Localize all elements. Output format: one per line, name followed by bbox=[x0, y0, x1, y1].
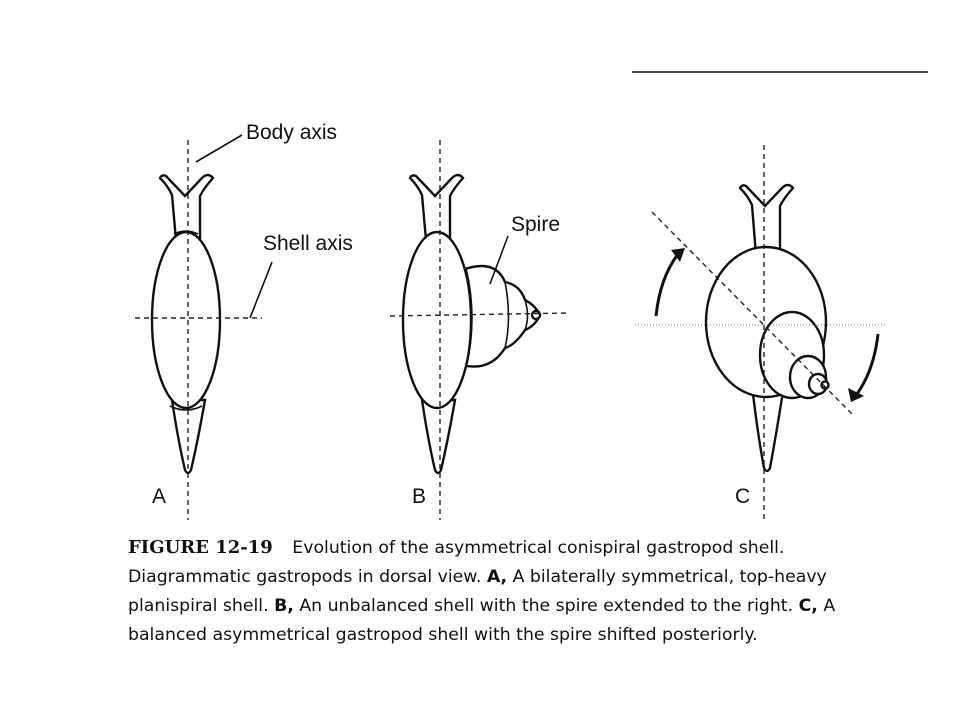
caption-marker-b: B, bbox=[274, 596, 294, 616]
panel-c-gastropod bbox=[704, 183, 830, 473]
figure-number: FIGURE 12-19 bbox=[128, 537, 273, 558]
spire-label: Spire bbox=[511, 213, 560, 236]
panel-a-letter: A bbox=[152, 485, 166, 508]
gastropod-evolution-figure: Body axis Shell axis A Spire B bbox=[135, 71, 928, 520]
panel-a-gastropod bbox=[150, 173, 222, 475]
panel-c-letter: C bbox=[735, 485, 750, 508]
caption-text-a: A bilaterally symmetrical, top-heavy pla… bbox=[128, 567, 827, 616]
shell-axis-label: Shell axis bbox=[263, 232, 353, 255]
caption-intro: Evolution of the asymmetrical conispiral… bbox=[128, 538, 785, 587]
caption-marker-c: C, bbox=[798, 596, 818, 616]
caption-marker-a: A, bbox=[486, 567, 508, 587]
caption-text-b: An unbalanced shell with the spire exten… bbox=[299, 596, 794, 616]
rotation-arrow-left-icon bbox=[654, 248, 685, 317]
panel-c-shell-axis bbox=[651, 211, 853, 415]
shell-axis-pointer bbox=[249, 261, 273, 319]
panel-b-shell-axis bbox=[389, 312, 569, 317]
caption-text-c: A balanced asymmetrical gastropod shell … bbox=[128, 596, 836, 645]
panel-b-gastropod bbox=[401, 173, 542, 475]
body-axis-label: Body axis bbox=[246, 121, 337, 144]
body-axis-pointer bbox=[195, 134, 243, 163]
panel-b-letter: B bbox=[412, 485, 426, 508]
spire-pointer bbox=[489, 235, 509, 285]
figure-caption: FIGURE 12-19 Evolution of the asymmetric… bbox=[128, 533, 908, 650]
rotation-arrow-right-icon bbox=[848, 333, 880, 402]
